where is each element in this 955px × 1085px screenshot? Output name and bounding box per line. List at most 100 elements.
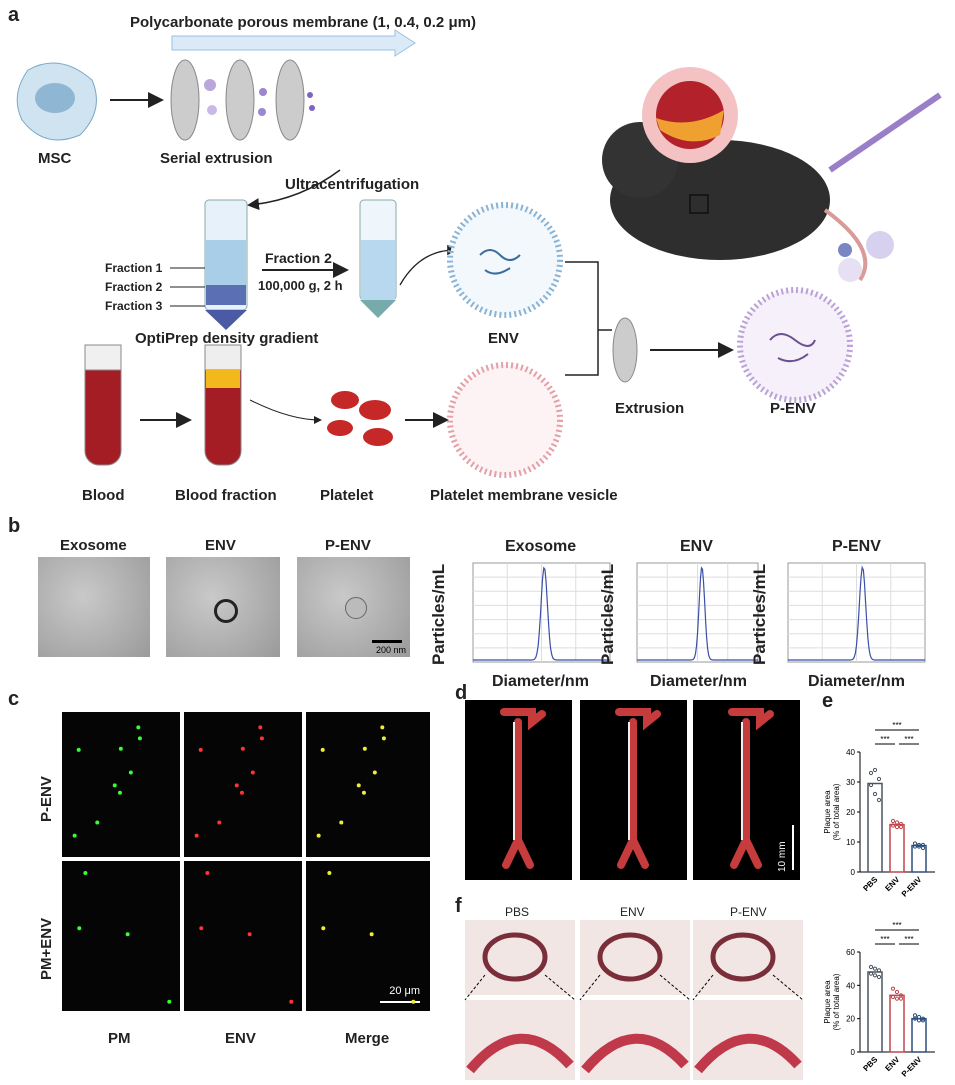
fluor-penv-env (184, 712, 302, 857)
zoom-guide (659, 974, 691, 1001)
green-dot (83, 871, 88, 876)
label-blood: Blood (82, 487, 125, 504)
red-dot (259, 736, 264, 741)
data-point (868, 782, 874, 788)
bar-p-env (911, 844, 927, 873)
data-point (894, 824, 900, 830)
msc-nucleus (35, 83, 75, 113)
syringe-icon (828, 92, 942, 173)
aorta-shape (500, 708, 546, 869)
tem-image-env (166, 557, 280, 657)
merge-dot (372, 770, 377, 775)
y-axis-label: (% of total area) (832, 783, 841, 840)
bar-p-env (911, 1017, 927, 1053)
significance-stars: *** (904, 935, 913, 944)
data-point (890, 994, 896, 1000)
col-label-env: ENV (225, 1030, 256, 1047)
aorta-shape (728, 708, 774, 869)
y-tick-label: 40 (846, 981, 855, 990)
schematic (16, 29, 942, 478)
zoom-guide (692, 974, 714, 1001)
x-tick-label: P-ENV (900, 875, 924, 899)
tem-label-exosome: Exosome (60, 537, 127, 554)
merge-dot (320, 747, 325, 752)
pellet-tube-icon (359, 199, 397, 318)
data-point (872, 973, 878, 978)
green-dot (137, 736, 142, 741)
histo-label-env: ENV (620, 905, 645, 919)
penv-vesicle-icon (737, 287, 853, 403)
env-vesicle-icon (447, 202, 563, 318)
data-point (916, 1018, 922, 1023)
bar-env (889, 823, 905, 873)
data-point (872, 767, 878, 773)
y-tick-label: 10 (846, 838, 855, 847)
merge-dot (321, 926, 326, 931)
green-dot (76, 747, 81, 752)
label-fraction-2: Fraction 2 (105, 280, 163, 294)
data-point (868, 971, 874, 976)
histo-label-penv: P-ENV (730, 905, 767, 919)
data-point (898, 996, 904, 1001)
histo-label-pbs: PBS (505, 905, 530, 919)
merge-dot (356, 783, 361, 788)
label-fraction-1: Fraction 1 (105, 261, 163, 275)
green-dot (77, 926, 82, 931)
label-blood-fraction: Blood fraction (175, 487, 277, 504)
nta-curve-env (637, 566, 758, 661)
y-tick-label: 30 (846, 778, 855, 787)
data-point (912, 844, 918, 849)
platelets-icon (327, 391, 393, 446)
fluor-penv-pm (62, 712, 180, 857)
data-point (912, 1016, 918, 1021)
col-label-merge: Merge (345, 1030, 390, 1047)
significance-stars: *** (904, 735, 913, 744)
data-point (868, 964, 874, 970)
data-point (876, 776, 882, 782)
vessel-wall-zoom (694, 1033, 802, 1074)
panel-label-c: c (8, 688, 20, 710)
y-tick-label: 20 (846, 1015, 855, 1024)
panel-label-f: f (455, 895, 462, 917)
vessel-wall-zoom (466, 1033, 574, 1074)
membrane-icons (170, 59, 315, 141)
data-point (894, 820, 900, 825)
red-dot (234, 783, 239, 788)
bar-pbs (867, 782, 883, 873)
panel-label-b: b (8, 515, 21, 537)
x-tick-label: PBS (861, 875, 879, 893)
data-point (916, 844, 922, 849)
tem-image-exosome (38, 557, 150, 657)
red-dot (250, 770, 255, 775)
data-point (920, 1018, 926, 1023)
merge-dot (316, 833, 321, 838)
label-ultracentrifugation: Ultracentrifugation (285, 176, 420, 193)
label-fraction-3: Fraction 3 (105, 299, 163, 313)
red-dot (199, 926, 204, 931)
nta-title-env: ENV (680, 538, 713, 555)
x-tick-label: ENV (883, 875, 901, 893)
significance-stars: *** (892, 721, 901, 730)
flow-arrow-icon (171, 29, 416, 57)
vessel-ring (482, 932, 548, 982)
fluor-penv-merge (306, 712, 430, 857)
merge-dot (381, 736, 386, 741)
red-dot (240, 746, 245, 751)
y-tick-label: 0 (851, 1048, 856, 1057)
data-point (916, 842, 922, 848)
merge-dot (361, 790, 366, 795)
vessel-wall-zoom (581, 1033, 689, 1074)
green-dot (128, 770, 133, 775)
y-axis-label: Plaque area (823, 980, 832, 1024)
data-point (890, 818, 896, 824)
membrane-title: Polycarbonate porous membrane (1, 0.4, 0… (130, 14, 476, 31)
label-pmv: Platelet membrane vesicle (430, 487, 618, 504)
red-dot (205, 871, 210, 876)
tem-scale-bar: 200 nm (375, 645, 406, 655)
data-point (916, 1014, 922, 1020)
vessel-ring (710, 932, 776, 982)
y-tick-label: 40 (846, 748, 855, 757)
fluor-pmenv-pm (62, 861, 180, 1011)
